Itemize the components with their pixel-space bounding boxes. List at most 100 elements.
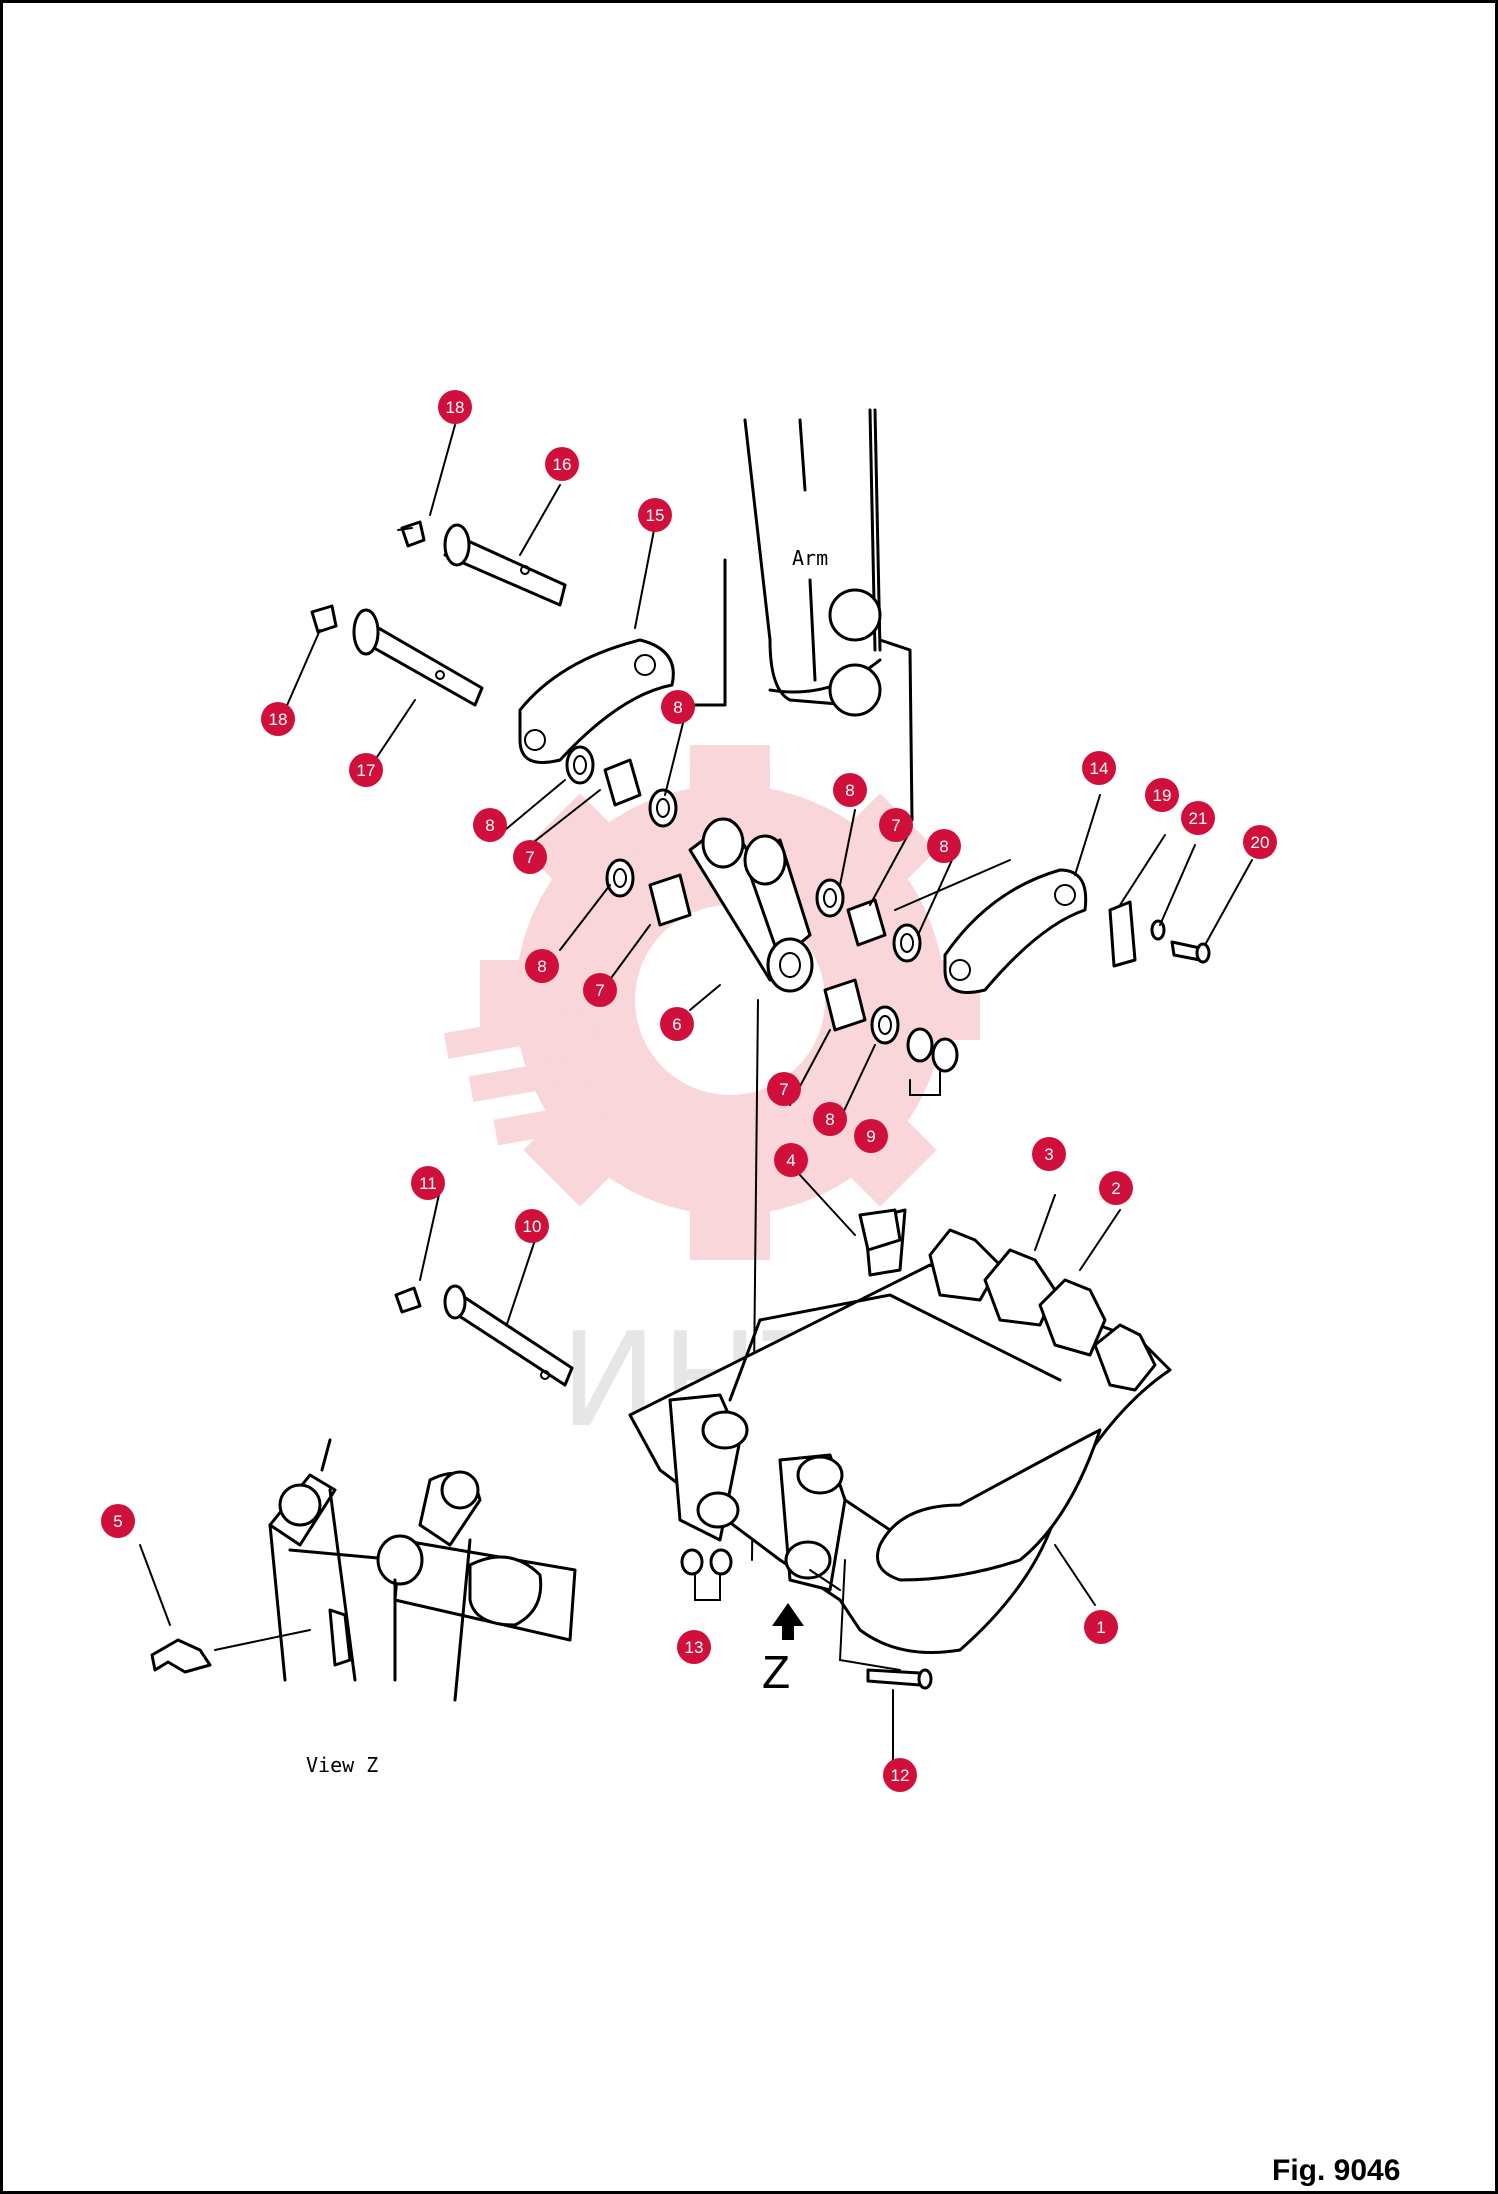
callout-6[interactable]: 6: [660, 1007, 694, 1041]
callout-circle: [513, 840, 547, 874]
callout-7[interactable]: 7: [879, 808, 913, 842]
bolt-12: [866, 1668, 933, 1690]
callout-circle: [1181, 801, 1215, 835]
callout-circle: [767, 1072, 801, 1106]
bolt-20: [1170, 940, 1211, 964]
callout-circle: [774, 1143, 808, 1177]
callout-8[interactable]: 8: [833, 773, 867, 807]
callout-number: 21: [1189, 809, 1208, 828]
bushings-left: [565, 745, 692, 927]
callout-number: 12: [891, 1766, 910, 1785]
callout-11[interactable]: 11: [411, 1166, 445, 1200]
bucket-teeth-3: [928, 1228, 1157, 1392]
callout-number: 11: [419, 1174, 437, 1193]
callout-circle: [349, 753, 383, 787]
callout-9[interactable]: 9: [854, 1119, 888, 1153]
callout-14[interactable]: 14: [1082, 751, 1116, 785]
callout-8[interactable]: 8: [661, 690, 695, 724]
callout-8[interactable]: 8: [473, 808, 507, 842]
callout-circle: [525, 949, 559, 983]
callout-circle: [1084, 1610, 1118, 1644]
grease-fitting-18b: [310, 604, 338, 634]
link-14: [943, 868, 1088, 994]
callout-number: 7: [891, 816, 900, 835]
callout-4[interactable]: 4: [774, 1143, 808, 1177]
callout-13[interactable]: 13: [677, 1630, 711, 1664]
callout-circle: [1082, 751, 1116, 785]
callout-17[interactable]: 17: [349, 753, 383, 787]
callout-15[interactable]: 15: [638, 498, 672, 532]
callout-number: 13: [685, 1638, 704, 1657]
callout-circle: [813, 1102, 847, 1136]
callout-16[interactable]: 16: [545, 447, 579, 481]
callout-circle: [638, 498, 672, 532]
callout-8[interactable]: 8: [525, 949, 559, 983]
callout-circle: [583, 973, 617, 1007]
h-link-6: [688, 817, 814, 993]
callout-number: 4: [786, 1151, 795, 1170]
arm-label: Arm: [792, 546, 828, 570]
callout-7[interactable]: 7: [583, 973, 617, 1007]
callout-7[interactable]: 7: [513, 840, 547, 874]
bucket-bosses: [668, 1393, 892, 1592]
callout-3[interactable]: 3: [1032, 1137, 1066, 1171]
callout-number: 8: [673, 698, 682, 717]
callout-number: 19: [1153, 786, 1172, 805]
figure-label: Fig. 9046: [1272, 2154, 1400, 2187]
pin-17: [352, 608, 484, 707]
callout-number: 7: [779, 1080, 788, 1099]
callout-circle: [515, 1209, 549, 1243]
washer-21: [1150, 919, 1166, 941]
callout-10[interactable]: 10: [515, 1209, 549, 1243]
callout-21[interactable]: 21: [1181, 801, 1215, 835]
callout-8[interactable]: 8: [927, 829, 961, 863]
callout-circle: [1145, 778, 1179, 812]
callout-circle: [660, 1007, 694, 1041]
callout-number: 8: [845, 781, 854, 800]
callout-number: 3: [1044, 1145, 1053, 1164]
callout-number: 15: [646, 506, 665, 525]
callout-2[interactable]: 2: [1099, 1171, 1133, 1205]
callout-number: 1: [1096, 1618, 1105, 1637]
callout-number: 10: [523, 1217, 542, 1236]
callout-20[interactable]: 20: [1243, 825, 1277, 859]
callout-circle: [261, 702, 295, 736]
callout-1[interactable]: 1: [1084, 1610, 1118, 1644]
callout-number: 7: [595, 981, 604, 1000]
callout-7[interactable]: 7: [767, 1072, 801, 1106]
callout-18[interactable]: 18: [261, 702, 295, 736]
nuts-13: [680, 1548, 733, 1576]
callout-number: 2: [1111, 1179, 1120, 1198]
callout-19[interactable]: 19: [1145, 778, 1179, 812]
callout-18[interactable]: 18: [438, 390, 472, 424]
callout-5[interactable]: 5: [101, 1504, 135, 1538]
callout-number: 8: [939, 837, 948, 856]
stopper-5: [150, 1638, 212, 1674]
leader-lines-lower: [139, 1174, 1121, 1761]
callout-circle: [411, 1166, 445, 1200]
arm: [688, 408, 914, 822]
callout-circle: [1243, 825, 1277, 859]
callout-circle: [677, 1630, 711, 1664]
callout-12[interactable]: 12: [883, 1758, 917, 1792]
view-z-label: View Z: [306, 1753, 378, 1777]
bushings-right: [815, 878, 959, 1073]
callout-number: 6: [672, 1015, 681, 1034]
callout-circle: [1032, 1137, 1066, 1171]
view-z-inset: [268, 1438, 577, 1702]
callout-number: 20: [1251, 833, 1270, 852]
callout-number: 8: [825, 1110, 834, 1129]
callout-number: 7: [525, 848, 534, 867]
view-z-arrow: [772, 1603, 804, 1640]
callout-circle: [927, 829, 961, 863]
callout-circle: [883, 1758, 917, 1792]
callout-circle: [879, 808, 913, 842]
callout-number: 9: [866, 1127, 875, 1146]
grease-fitting-18a: [397, 520, 426, 548]
callout-8[interactable]: 8: [813, 1102, 847, 1136]
callout-circle: [545, 447, 579, 481]
pin-10: [443, 1284, 574, 1387]
grease-fitting-11: [394, 1286, 422, 1314]
